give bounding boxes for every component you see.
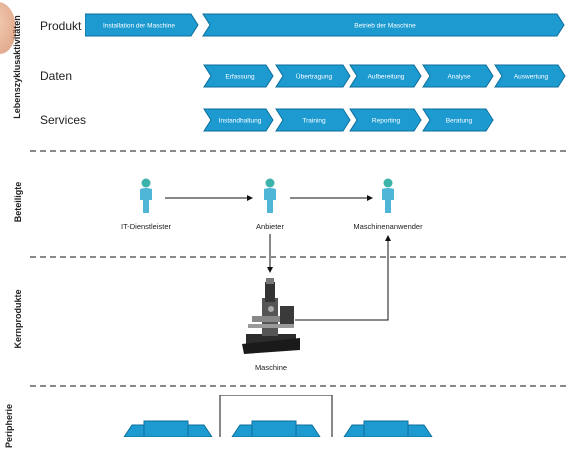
chevron-beratung: Beratung — [422, 108, 494, 132]
chevron-analyse: Analyse — [422, 64, 494, 88]
person-icon-maschinenanwender — [382, 178, 394, 213]
chevron-reporting: Reporting — [349, 108, 422, 132]
chevron-instandhaltung: Instandhaltung — [203, 108, 274, 132]
section-divider-3 — [30, 385, 566, 387]
chevron-auswertung: Auswertung — [494, 64, 566, 88]
periphery-module-3 — [343, 420, 433, 437]
machine-label: Maschine — [254, 363, 288, 372]
chevron-training-label: Training — [302, 118, 326, 125]
participant-label-anbieter: Anbieter — [256, 222, 284, 231]
chevron-training: Training — [275, 108, 351, 132]
chevron-auswertung-label: Auswertung — [514, 74, 549, 81]
machine-image — [242, 278, 300, 354]
chevron-betrieb-label: Betrieb der Maschine — [354, 23, 416, 30]
row-label-produkt: Produkt — [40, 19, 82, 33]
hand-photo-fragment — [0, 2, 16, 54]
daten-flow: Erfassung Übertragung Aufbereitung Analy… — [203, 64, 566, 88]
chevron-analyse-label: Analyse — [447, 74, 471, 81]
person-icon-anbieter — [264, 178, 276, 213]
row-label-services: Services — [40, 113, 87, 127]
section-divider-1 — [30, 150, 566, 152]
chevron-installation: Installation der Maschine — [85, 13, 199, 37]
chevron-uebertragung: Übertragung — [275, 64, 351, 88]
periphery-module-2 — [231, 420, 321, 437]
person-icon-it-dienstleister — [140, 178, 152, 213]
chevron-aufbereitung: Aufbereitung — [349, 64, 422, 88]
periphery-frame — [219, 395, 333, 437]
chevron-erfassung: Erfassung — [203, 64, 274, 88]
chevron-erfassung-label: Erfassung — [225, 74, 255, 81]
section-divider-2 — [30, 256, 566, 258]
chevron-instandhaltung-label: Instandhaltung — [219, 118, 262, 125]
chevron-aufbereitung-label: Aufbereitung — [368, 74, 405, 81]
chevron-betrieb: Betrieb der Maschine — [202, 13, 565, 37]
periphery-elements — [123, 395, 433, 437]
section-label-core-products: Kernprodukte — [13, 289, 23, 349]
connector-arrows — [165, 195, 391, 321]
arrow-maschine-to-anwender — [295, 235, 391, 321]
services-flow: Instandhaltung Training Reporting Beratu… — [203, 108, 494, 132]
row-label-daten: Daten — [40, 69, 73, 83]
chevron-uebertragung-label: Übertragung — [296, 73, 333, 81]
periphery-module-1 — [123, 420, 213, 437]
participant-label-maschinenanwender: Maschinenanwender — [353, 222, 423, 231]
chevron-installation-label: Installation der Maschine — [103, 23, 175, 30]
chevron-beratung-label: Beratung — [446, 118, 473, 125]
chevron-reporting-label: Reporting — [372, 118, 401, 125]
produkt-flow: Installation der Maschine Betrieb der Ma… — [85, 13, 565, 37]
participant-label-it-dienstleister: IT-Dienstleister — [120, 222, 171, 231]
